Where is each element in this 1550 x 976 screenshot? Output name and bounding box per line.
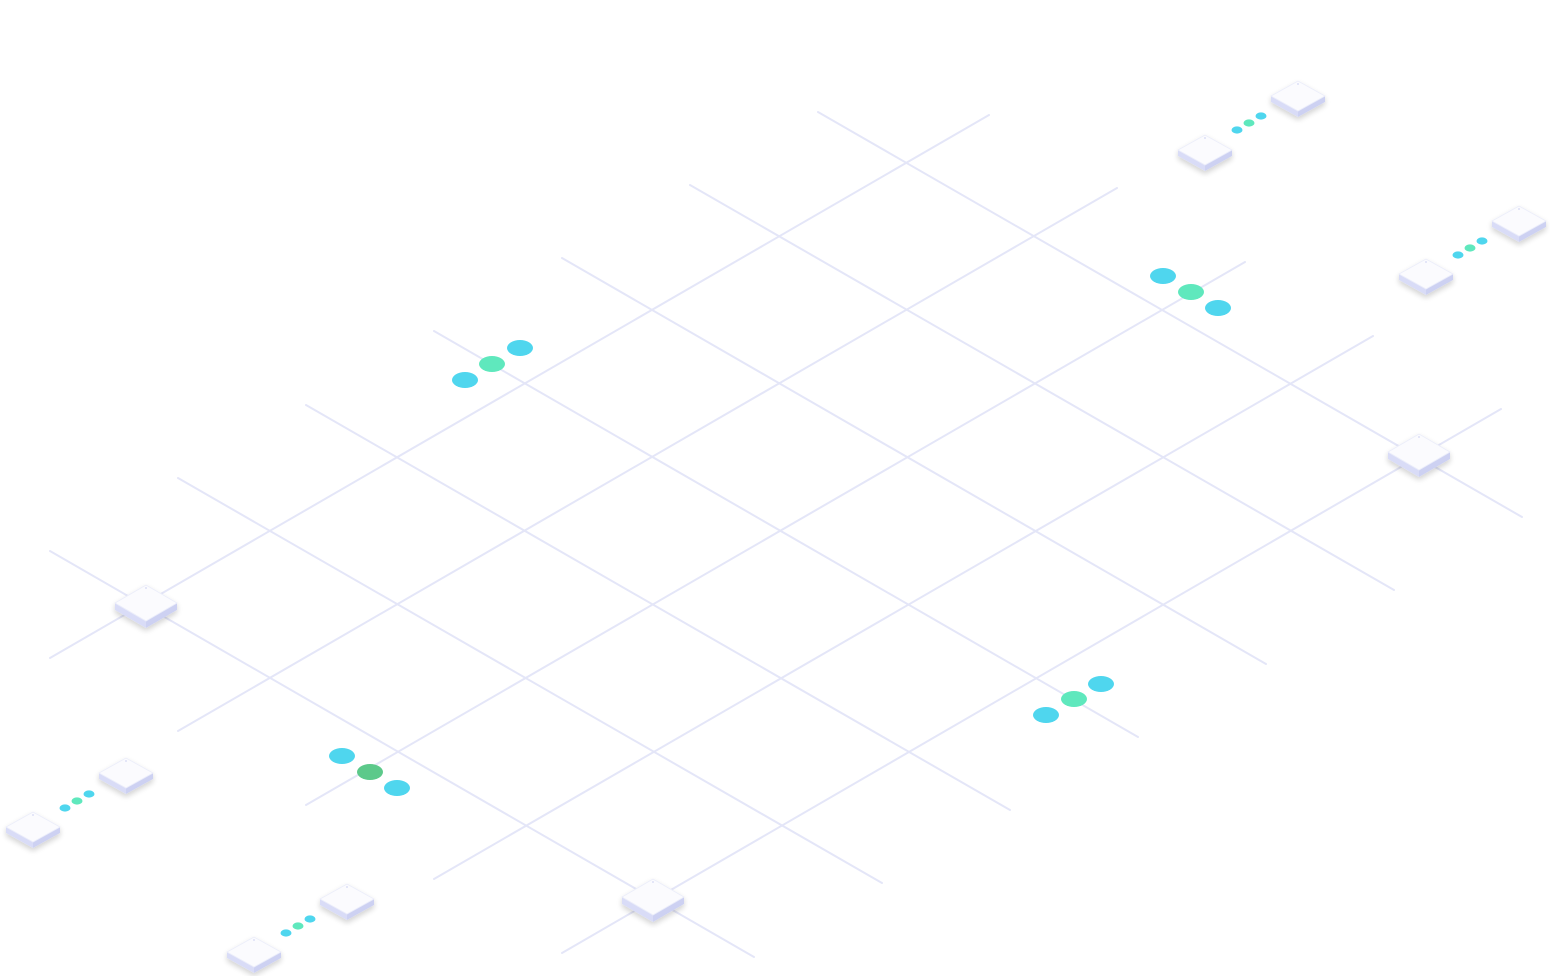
link-dot (292, 922, 304, 930)
link-dot (59, 804, 71, 812)
outer-dot (1205, 300, 1231, 316)
link-dot (1243, 119, 1255, 127)
link-pair-bottom-left-tile-b (98, 757, 154, 794)
outer-dot (329, 748, 355, 764)
link-pair-bottom-center-tile-b (319, 883, 375, 920)
outer-dot (1033, 707, 1059, 723)
outer-dot (1088, 676, 1114, 692)
link-dot (1476, 237, 1488, 245)
grid-nodes (114, 433, 1451, 922)
link-dot (71, 797, 83, 805)
grid-line-up-3 (305, 261, 1246, 806)
link-dot (1452, 251, 1464, 259)
dot-clusters (329, 268, 1231, 796)
grid-line-down-5 (305, 404, 1011, 811)
grid-line-down-3 (561, 257, 1267, 665)
link-pair-top-right (1177, 80, 1326, 171)
link-pair-top-right-tile-b (1270, 80, 1326, 117)
link-pair-top-right-tile-a (1177, 134, 1233, 171)
center-dot (1178, 284, 1204, 300)
link-pair-bottom-left-tile-a (5, 811, 61, 848)
grid-line-down-2 (689, 184, 1395, 591)
link-dot (1464, 244, 1476, 252)
dot-cluster-lower-right (1033, 676, 1114, 723)
grid-line-up-4 (433, 335, 1374, 880)
grid-node-left (114, 584, 178, 628)
outer-dot (507, 340, 533, 356)
link-dot (1255, 112, 1267, 120)
center-dot (357, 764, 383, 780)
grid-line-down-4 (433, 330, 1139, 738)
link-dot (280, 929, 292, 937)
connection-pairs (5, 80, 1547, 973)
grid-line-up-2 (177, 187, 1118, 732)
link-pair-bottom-center-tile-a (226, 936, 282, 973)
outer-dot (384, 780, 410, 796)
link-pair-far-right-tile-a (1398, 258, 1454, 295)
link-pair-bottom-left (5, 757, 154, 848)
isometric-grid (49, 111, 1523, 958)
link-pair-bottom-center (226, 883, 375, 973)
link-dot (304, 915, 316, 923)
link-dot (1231, 126, 1243, 134)
grid-line-down-6 (177, 477, 883, 884)
dot-cluster-upper-left (452, 340, 533, 388)
center-dot (479, 356, 505, 372)
grid-line-up-1 (49, 114, 990, 659)
grid-node-bottom (621, 878, 685, 922)
dot-cluster-lower-left (329, 748, 410, 796)
link-dot (83, 790, 95, 798)
outer-dot (1150, 268, 1176, 284)
center-dot (1061, 691, 1087, 707)
link-pair-far-right (1398, 205, 1547, 295)
grid-node-right (1387, 433, 1451, 477)
dot-cluster-upper-right (1150, 268, 1231, 316)
outer-dot (452, 372, 478, 388)
link-pair-far-right-tile-b (1491, 205, 1547, 242)
grid-line-up-5 (561, 408, 1502, 954)
